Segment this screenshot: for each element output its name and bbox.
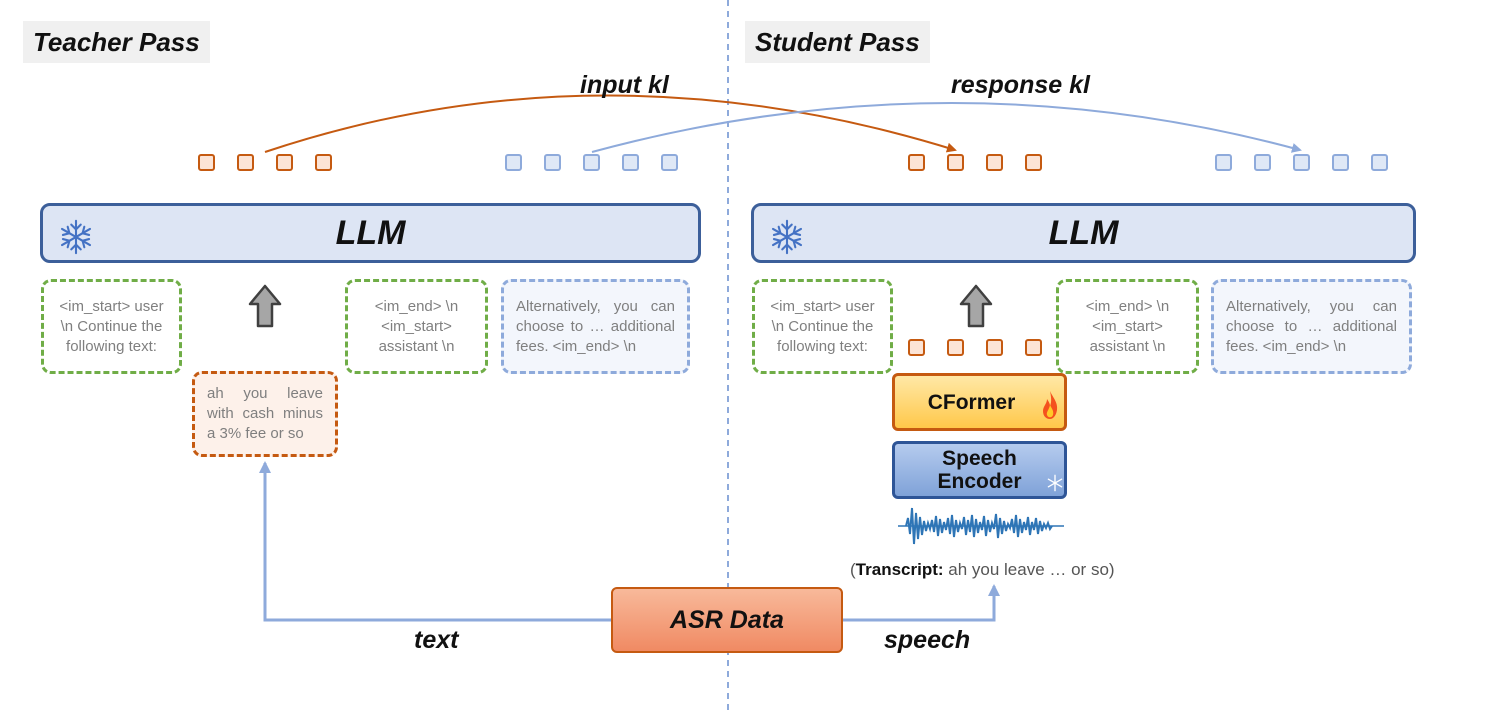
teacher-response-token: [505, 154, 522, 171]
student-response-token: [1332, 154, 1349, 171]
prompt-line: <im_start> user: [59, 297, 164, 315]
asr-data-label: ASR Data: [670, 605, 784, 634]
response-line: choose to … additional: [1226, 317, 1397, 335]
snowflake-icon: [771, 219, 803, 255]
teacher-pass-title: Teacher Pass: [23, 21, 210, 63]
teacher-input-token: [276, 154, 293, 171]
speech-token: [947, 339, 964, 356]
student-response-token: [1371, 154, 1388, 171]
transcript-key: Transcript:: [855, 560, 944, 579]
prompt-line: <im_end> \n: [374, 297, 459, 315]
prompt-line: assistant \n: [378, 337, 455, 355]
teacher-transcript-box: ah you leave with cash minus a 3% fee or…: [192, 371, 338, 457]
snowflake-icon: [60, 219, 92, 255]
response-kl-curve: [591, 102, 1302, 153]
llm-label: LLM: [335, 213, 406, 252]
speech-encoder-block: Speech Encoder: [892, 441, 1067, 499]
flame-icon: [1043, 391, 1058, 419]
encoder-label-line: Encoder: [937, 470, 1022, 493]
prompt-line: \n Continue the: [771, 317, 874, 335]
student-response-box: Alternatively, you can choose to … addit…: [1211, 279, 1412, 374]
response-line: choose to … additional: [516, 317, 675, 335]
prompt-line: following text:: [66, 337, 157, 355]
text-label: text: [414, 626, 459, 654]
up-arrow-icon: [248, 284, 282, 328]
student-pass-title: Student Pass: [745, 21, 930, 63]
student-input-token: [947, 154, 964, 171]
student-llm-block: LLM: [751, 203, 1416, 263]
transcript-open-paren: (: [850, 560, 856, 579]
speech-arrow: [843, 584, 1000, 622]
response-line: fees. <im_end> \n: [1226, 337, 1347, 355]
teacher-response-token: [544, 154, 561, 171]
student-response-token: [1254, 154, 1271, 171]
teacher-response-token: [661, 154, 678, 171]
student-prompt-prefix-box: <im_start> user \n Continue the followin…: [752, 279, 893, 374]
student-input-token: [986, 154, 1003, 171]
prompt-line: following text:: [777, 337, 868, 355]
student-prompt-suffix-box: <im_end> \n <im_start> assistant \n: [1056, 279, 1199, 374]
input-kl-curve: [264, 94, 957, 153]
speech-token: [908, 339, 925, 356]
speech-token: [986, 339, 1003, 356]
teacher-prompt-suffix-box: <im_end> \n <im_start> assistant \n: [345, 279, 488, 374]
transcript-line: a 3% fee or so: [207, 425, 304, 442]
asr-data-block: ASR Data: [611, 587, 843, 653]
transcript-value: ah you leave … or so): [943, 560, 1115, 579]
snowflake-icon: [1047, 474, 1063, 492]
response-line: Alternatively, you can: [1226, 297, 1397, 315]
response-kl-label: response kl: [951, 71, 1090, 99]
prompt-line: <im_end> \n: [1085, 297, 1170, 315]
teacher-prompt-prefix-box: <im_start> user \n Continue the followin…: [41, 279, 182, 374]
teacher-response-token: [583, 154, 600, 171]
teacher-input-token: [198, 154, 215, 171]
cformer-label: CFormer: [927, 390, 1016, 414]
transcript-line: with cash minus: [207, 405, 323, 422]
prompt-line: <im_start> user: [770, 297, 875, 315]
teacher-input-token: [237, 154, 254, 171]
transcript-line: ah you leave: [207, 385, 323, 402]
teacher-response-token: [622, 154, 639, 171]
teacher-input-token: [315, 154, 332, 171]
text-arrow: [259, 461, 612, 622]
student-response-token: [1293, 154, 1310, 171]
speech-label: speech: [884, 626, 971, 654]
prompt-line: assistant \n: [1089, 337, 1166, 355]
teacher-llm-block: LLM: [40, 203, 701, 263]
prompt-line: <im_start>: [1092, 317, 1163, 335]
encoder-label-line: Speech: [942, 447, 1017, 470]
prompt-line: \n Continue the: [60, 317, 163, 335]
prompt-line: <im_start>: [381, 317, 452, 335]
speech-token: [1025, 339, 1042, 356]
student-response-token: [1215, 154, 1232, 171]
transcript-caption: (Transcript: ah you leave … or so): [850, 560, 1115, 580]
cformer-block: CFormer: [892, 373, 1067, 431]
response-line: fees. <im_end> \n: [516, 337, 637, 355]
response-line: Alternatively, you can: [516, 297, 675, 315]
teacher-response-box: Alternatively, you can choose to … addit…: [501, 279, 690, 374]
student-input-token: [1025, 154, 1042, 171]
waveform-icon: [898, 507, 1064, 545]
student-input-token: [908, 154, 925, 171]
input-kl-label: input kl: [580, 71, 669, 99]
llm-label: LLM: [1048, 213, 1119, 252]
up-arrow-icon: [959, 284, 993, 328]
